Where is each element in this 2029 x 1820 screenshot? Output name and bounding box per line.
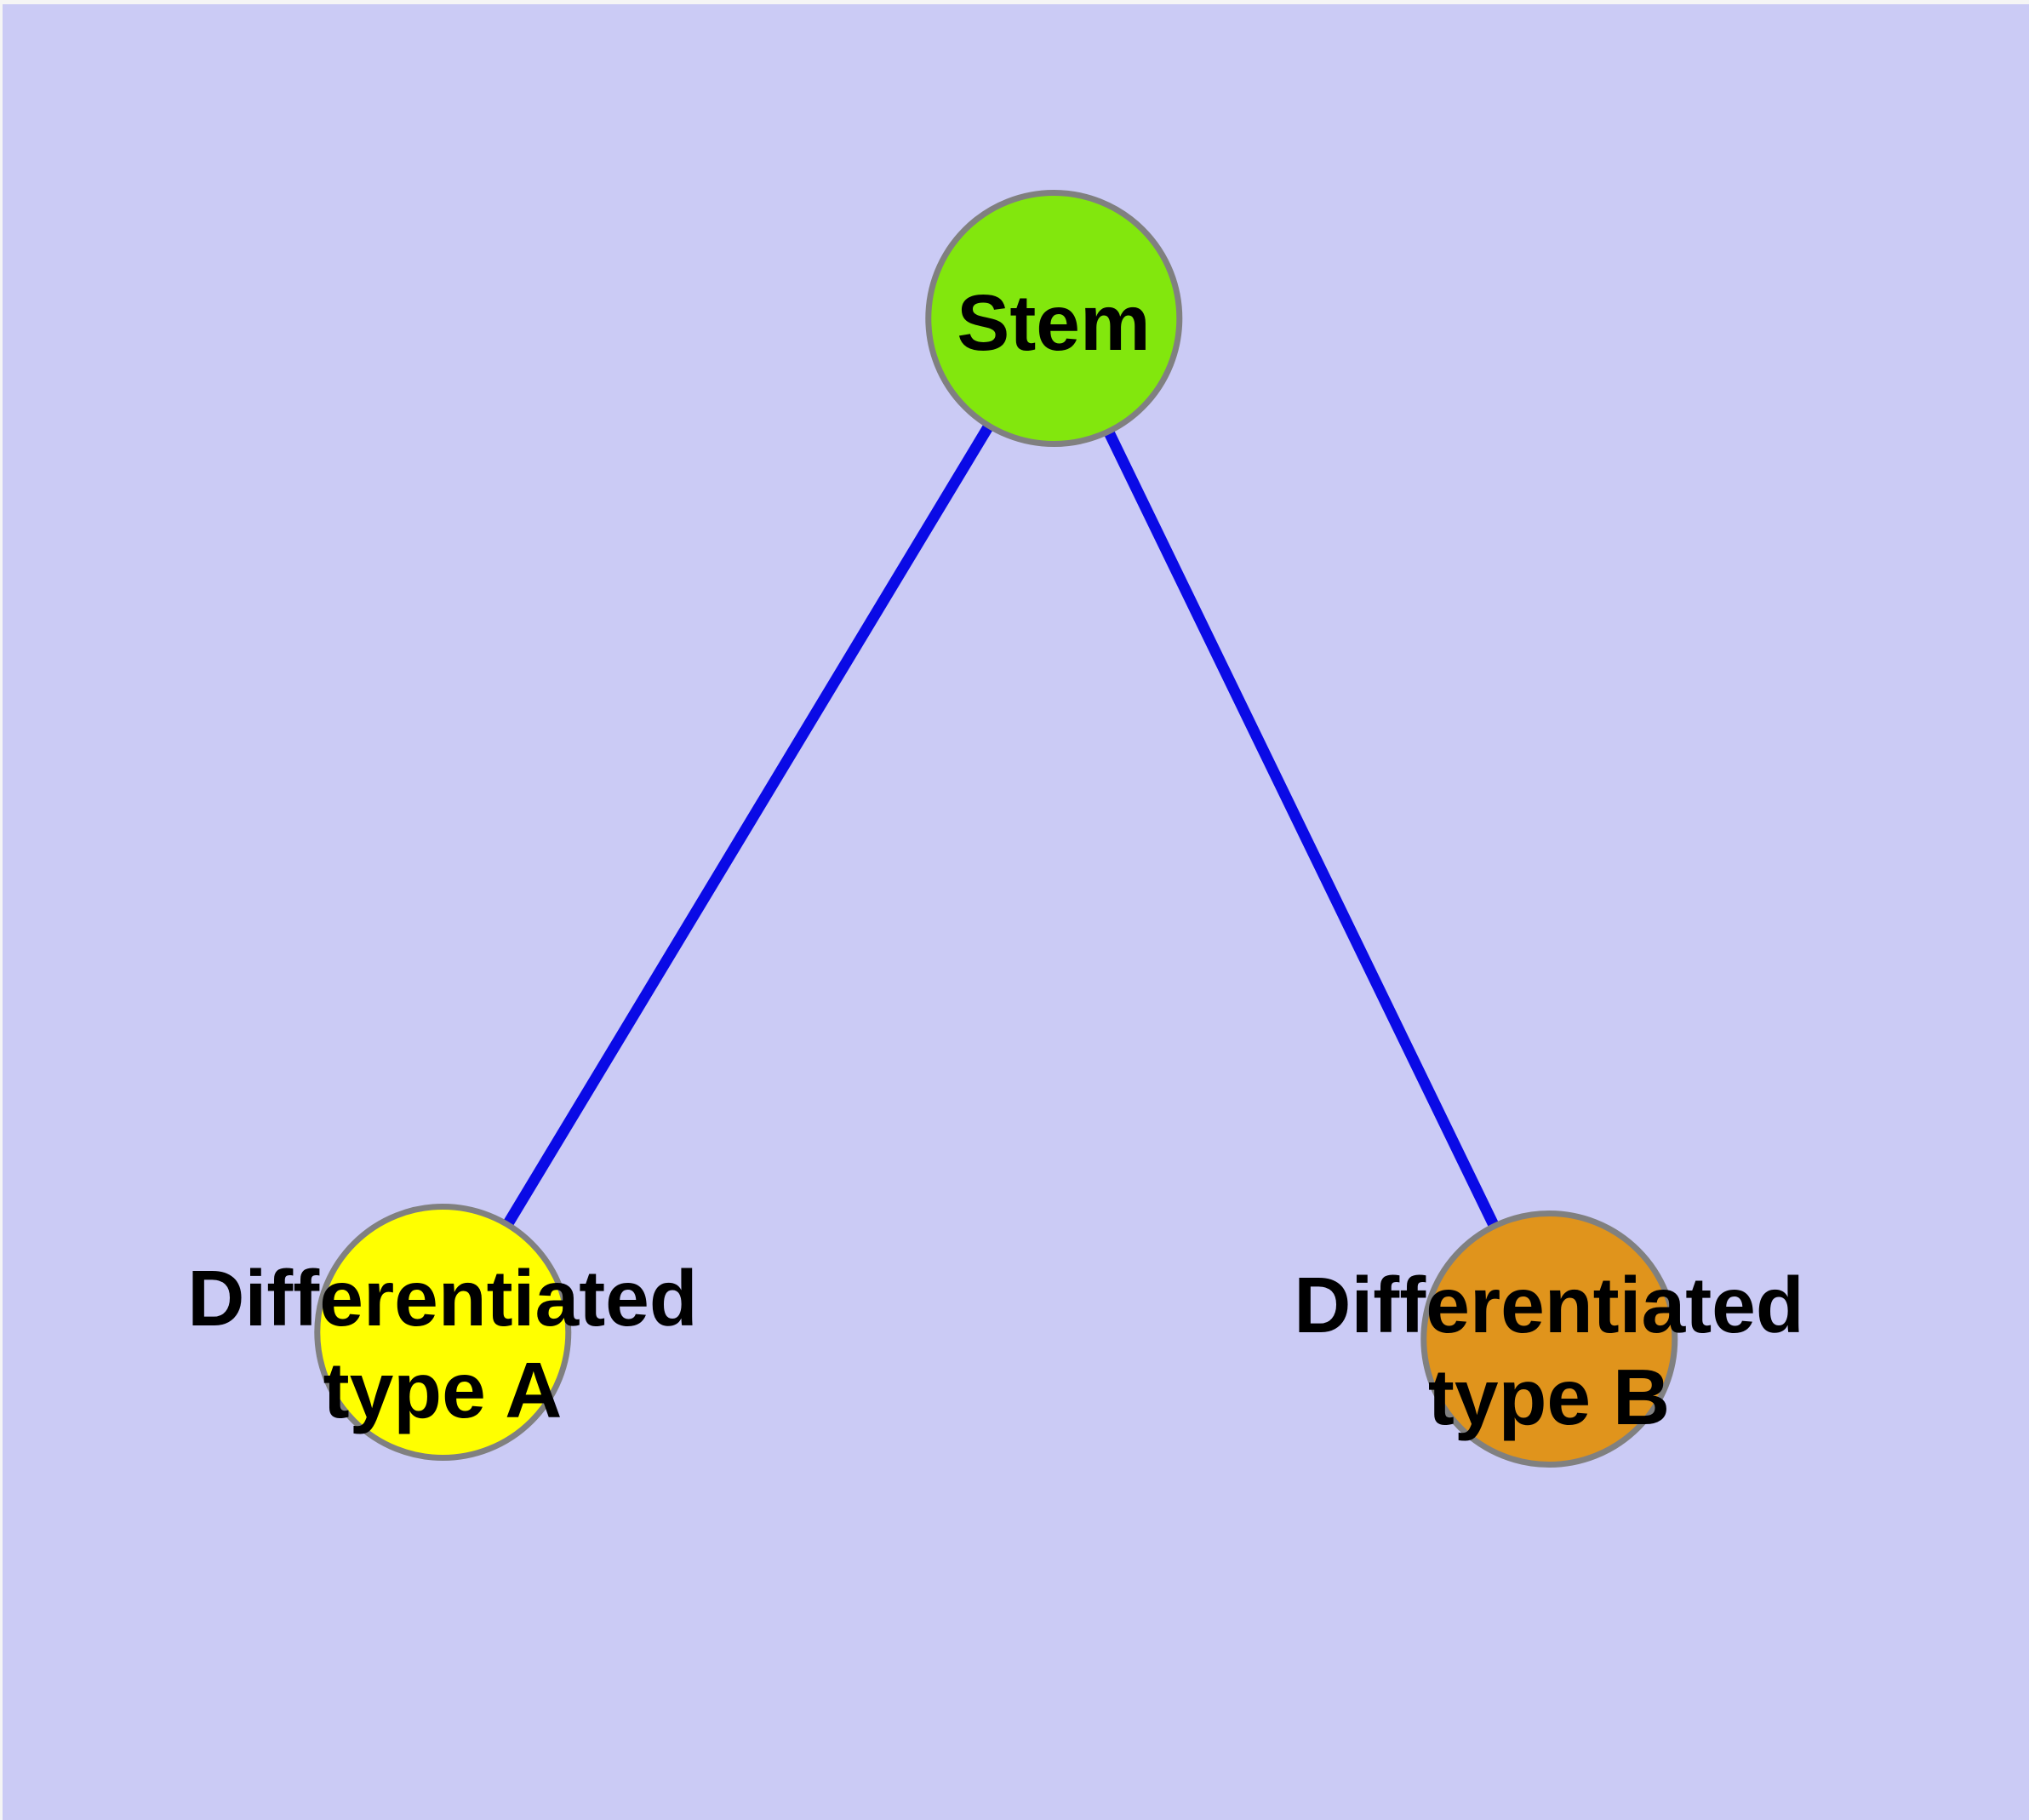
node-stem: Stem <box>924 190 1182 447</box>
node-differentiated-type-a-label-line2: type A <box>323 1346 563 1434</box>
node-differentiated-type-b-label-line1: Differentiated <box>1294 1261 1804 1349</box>
node-differentiated-type-a-label: Differentiated type A <box>187 1252 697 1436</box>
node-differentiated-type-b-circle <box>1420 1210 1677 1468</box>
node-stem-label: Stem <box>957 277 1150 369</box>
node-differentiated-type-b-label-line2: type B <box>1427 1353 1671 1441</box>
node-differentiated-type-a: Differentiated type A <box>187 1204 698 1461</box>
node-differentiated-type-b-label: Differentiated type B <box>1294 1259 1803 1443</box>
node-differentiated-type-a-label-line1: Differentiated <box>187 1254 698 1342</box>
edge-stem-to-type-a <box>437 315 1059 1336</box>
node-stem-circle <box>924 190 1182 447</box>
node-stem-label-text: Stem <box>957 278 1151 367</box>
node-differentiated-type-b: Differentiated type B <box>1294 1210 1804 1468</box>
node-differentiated-type-a-circle <box>313 1204 571 1461</box>
edge-stem-to-type-b <box>1049 316 1554 1342</box>
